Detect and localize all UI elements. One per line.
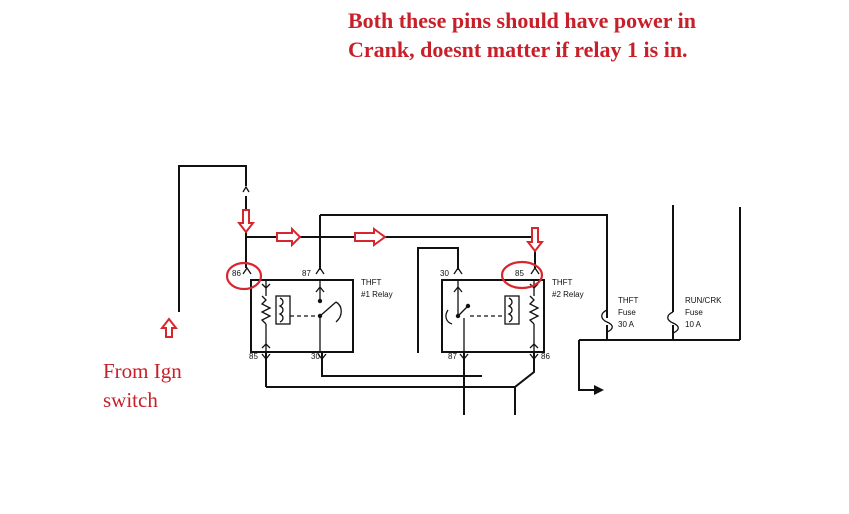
relay-2: 30 85 87 86 THFT #2 Relay xyxy=(440,266,584,361)
relay-1-title: THFT xyxy=(361,278,382,287)
relay-2-subtitle: #2 Relay xyxy=(552,290,584,299)
fuse-thft-name: THFT xyxy=(618,296,639,305)
relay-1-pin-87: 87 xyxy=(302,269,311,278)
relay-1-subtitle: #1 Relay xyxy=(361,290,393,299)
relay-1-pin-85: 85 xyxy=(249,352,258,361)
wiring xyxy=(178,165,741,415)
pin-85-highlight-circle xyxy=(500,260,544,290)
relay-2-box xyxy=(441,279,545,353)
fuse-run-crk-label: Fuse xyxy=(685,308,703,317)
annotation-top-line-2: Crank, doesnt matter if relay 1 is in. xyxy=(348,37,688,62)
relay-1: 86 87 85 30 THFT #1 Relay xyxy=(232,266,393,361)
fuse-run-crk: RUN/CRK Fuse 10 A xyxy=(667,296,722,334)
pin-86-highlight-circle xyxy=(225,261,263,291)
annotation-top-note: Both these pins should have power in Cra… xyxy=(348,6,696,64)
relay-1-pin-86: 86 xyxy=(232,269,241,278)
annotation-ign-switch: From Ign switch xyxy=(103,357,182,415)
relay-2-pin-86: 86 xyxy=(541,352,550,361)
relay-2-pin-87: 87 xyxy=(448,352,457,361)
relay-2-pin-85: 85 xyxy=(515,269,524,278)
annotation-ign-line-2: switch xyxy=(103,388,158,412)
fuse-thft-rating: 30 A xyxy=(618,320,635,329)
right-arrow-icon xyxy=(354,227,387,247)
relay-2-pin-30: 30 xyxy=(440,269,449,278)
relay-1-coil xyxy=(260,280,291,352)
annotation-top-line-1: Both these pins should have power in xyxy=(348,8,697,33)
annotation-ign-line-1: From Ign xyxy=(103,359,182,383)
fuse-run-crk-name: RUN/CRK xyxy=(685,296,722,305)
relay-1-switch xyxy=(290,280,342,352)
up-arrow-icon xyxy=(159,317,179,338)
fuse-run-crk-rating: 10 A xyxy=(685,320,702,329)
relay-1-pin-30: 30 xyxy=(311,352,320,361)
fuse-thft: THFT Fuse 30 A xyxy=(601,296,639,333)
relay-2-coil xyxy=(504,280,540,352)
down-arrow-icon xyxy=(236,209,256,234)
highlights xyxy=(159,209,545,338)
fuse-thft-label: Fuse xyxy=(618,308,636,317)
down-arrow-icon xyxy=(525,227,545,253)
relay-2-switch xyxy=(445,280,505,352)
relay-2-title: THFT xyxy=(552,278,573,287)
relay-1-box xyxy=(250,279,354,353)
right-arrow-icon xyxy=(276,226,302,248)
